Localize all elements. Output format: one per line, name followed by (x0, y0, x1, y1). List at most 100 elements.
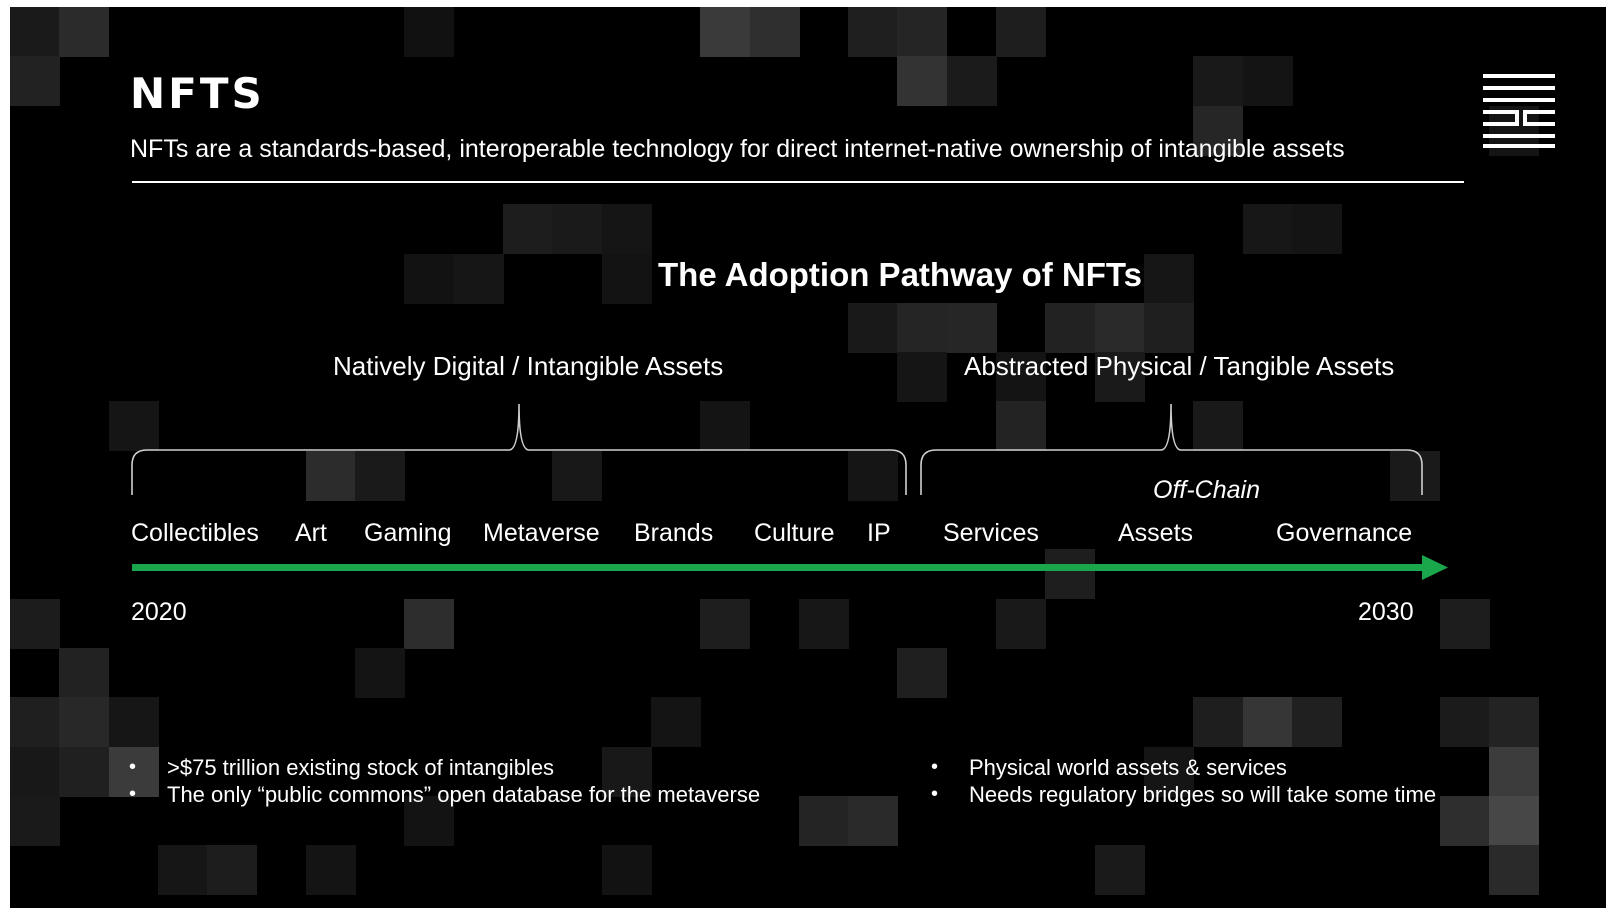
background-tile (897, 56, 948, 107)
background-tile (1193, 401, 1244, 452)
background-tile (1439, 697, 1490, 748)
bullet-icon: • (931, 783, 939, 805)
background-tile (897, 647, 948, 698)
background-tile (996, 401, 1046, 452)
background-tile (650, 697, 701, 748)
background-tile (897, 352, 948, 403)
background-tile (700, 7, 751, 57)
background-tile (157, 845, 208, 896)
item-gaming: Gaming (364, 519, 452, 547)
brand-title: NFTS (130, 69, 265, 118)
stacked-lines-logo-icon (1483, 74, 1555, 148)
item-ip: IP (867, 519, 891, 547)
background-tile (1489, 795, 1539, 846)
header-divider (132, 181, 1464, 183)
background-tile (1193, 697, 1244, 748)
background-tile (601, 204, 652, 255)
background-tile (601, 746, 652, 797)
category-label-digital: Natively Digital / Intangible Assets (333, 351, 724, 381)
background-tile (996, 7, 1046, 57)
background-tile (700, 401, 751, 452)
background-tile (10, 56, 60, 107)
background-tile (1094, 302, 1145, 353)
background-tile (355, 450, 406, 501)
background-tile (1094, 352, 1145, 403)
category-braces (131, 403, 1423, 495)
item-metaverse: Metaverse (483, 519, 600, 547)
notes-left-list: • >$75 trillion existing stock of intangi… (129, 754, 760, 808)
category-label-physical: Abstracted Physical / Tangible Assets (964, 351, 1395, 381)
background-tile (10, 795, 60, 846)
note-text: The only “public commons” open database … (167, 782, 761, 807)
background-tile (1193, 56, 1244, 107)
background-tile (1439, 795, 1490, 846)
background-tile (404, 598, 455, 649)
background-tile (1143, 746, 1194, 797)
background-tile (552, 204, 603, 255)
background-tile (1045, 549, 1096, 600)
background-tile (59, 697, 110, 748)
background-tile (305, 450, 356, 501)
bullet-icon: • (129, 783, 137, 805)
list-item: • Needs regulatory bridges so will take s… (931, 781, 1436, 808)
list-item: • The only “public commons” open database… (129, 781, 760, 808)
item-art: Art (295, 519, 327, 547)
background-tile (59, 647, 110, 698)
background-tile (404, 253, 455, 304)
background-tile (1242, 204, 1293, 255)
background-tile (601, 253, 652, 304)
background-tile (1390, 450, 1441, 501)
background-tile (848, 302, 899, 353)
background-tile (601, 845, 652, 896)
background-tile (1489, 697, 1539, 748)
note-text: Needs regulatory bridges so will take so… (969, 782, 1437, 807)
background-tile (1489, 845, 1539, 896)
background-tile (946, 56, 997, 107)
background-tile (59, 7, 110, 57)
timeline-arrow-head (1422, 555, 1448, 580)
item-assets: Assets (1118, 519, 1194, 547)
background-tile (503, 204, 553, 255)
background-tile (946, 302, 997, 353)
background-tile (897, 302, 948, 353)
background-tile (848, 7, 899, 57)
page-subtitle: NFTs are a standards-based, interoperabl… (130, 135, 1345, 163)
background-tile (1291, 697, 1342, 748)
background-tile (1045, 302, 1096, 353)
timeline-end-year: 2030 (1358, 598, 1414, 626)
background-tile (1291, 204, 1342, 255)
background-tile (404, 795, 455, 846)
timeline-arrow-shaft (132, 564, 1424, 571)
list-item: • >$75 trillion existing stock of intangi… (129, 754, 760, 781)
background-tile (305, 845, 356, 896)
background-tile (1489, 746, 1539, 797)
note-text: >$75 trillion existing stock of intangib… (167, 755, 555, 780)
list-item: •Physical world assets & services (931, 754, 1436, 781)
item-services: Services (943, 519, 1039, 547)
item-culture: Culture (754, 519, 835, 547)
background-tile (453, 253, 504, 304)
background-tile (10, 598, 60, 649)
background-tile (10, 746, 60, 797)
background-tile (552, 450, 603, 501)
timeline-arrow (132, 555, 1448, 580)
background-tile (207, 845, 258, 896)
pixel-tile-background (10, 7, 1606, 908)
background-tile (798, 598, 849, 649)
background-tile (798, 795, 849, 846)
background-tile (1143, 253, 1194, 304)
background-tile (10, 7, 60, 57)
background-tile (1439, 598, 1490, 649)
background-tile (996, 352, 1046, 403)
background-tile (108, 401, 159, 452)
bullet-icon: • (129, 756, 137, 778)
background-tile (1143, 302, 1194, 353)
brace-digital (131, 403, 907, 495)
notes-right-list: •Physical world assets & services • Needs… (931, 754, 1436, 808)
background-tile (897, 7, 948, 57)
background-tile (848, 795, 899, 846)
background-tile (59, 746, 110, 797)
background-tile (10, 697, 60, 748)
background-tile (1193, 105, 1244, 156)
item-collectibles: Collectibles (131, 519, 259, 547)
